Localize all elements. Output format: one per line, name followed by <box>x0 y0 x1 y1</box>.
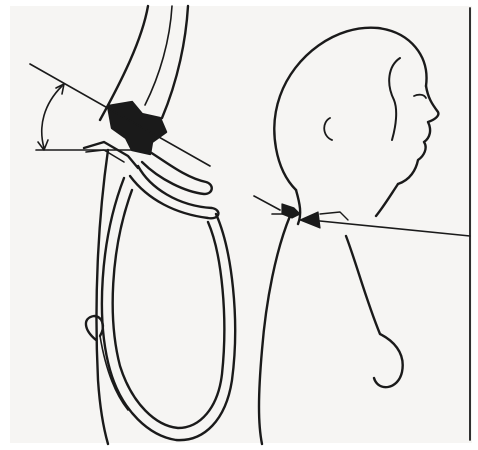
sternal-notch-marker <box>282 204 300 218</box>
angle-arc <box>42 86 62 148</box>
left-ray-segment <box>254 196 280 210</box>
ear <box>324 118 332 140</box>
chest-line <box>346 236 403 387</box>
clamp-block <box>108 102 166 154</box>
head-outline <box>274 28 426 190</box>
support-arm-lower <box>86 150 124 162</box>
central-ray-arrow <box>310 220 470 236</box>
back-line <box>259 216 290 444</box>
patient-profile <box>259 28 438 444</box>
handle-curve <box>142 152 212 194</box>
neck-back <box>296 190 300 224</box>
film-cassette <box>86 150 235 444</box>
holder-upper-mid <box>145 6 172 105</box>
neck-front <box>376 184 398 216</box>
eye <box>414 95 426 98</box>
holder-upper-inner <box>162 6 188 118</box>
cassette-inner-loop <box>113 190 225 428</box>
handle-lower-curve <box>130 166 218 218</box>
central-ray-arrowhead <box>300 212 320 228</box>
face-profile <box>398 86 438 184</box>
central-ray <box>254 196 470 236</box>
ray-branch <box>320 212 348 220</box>
hairline <box>389 58 400 140</box>
